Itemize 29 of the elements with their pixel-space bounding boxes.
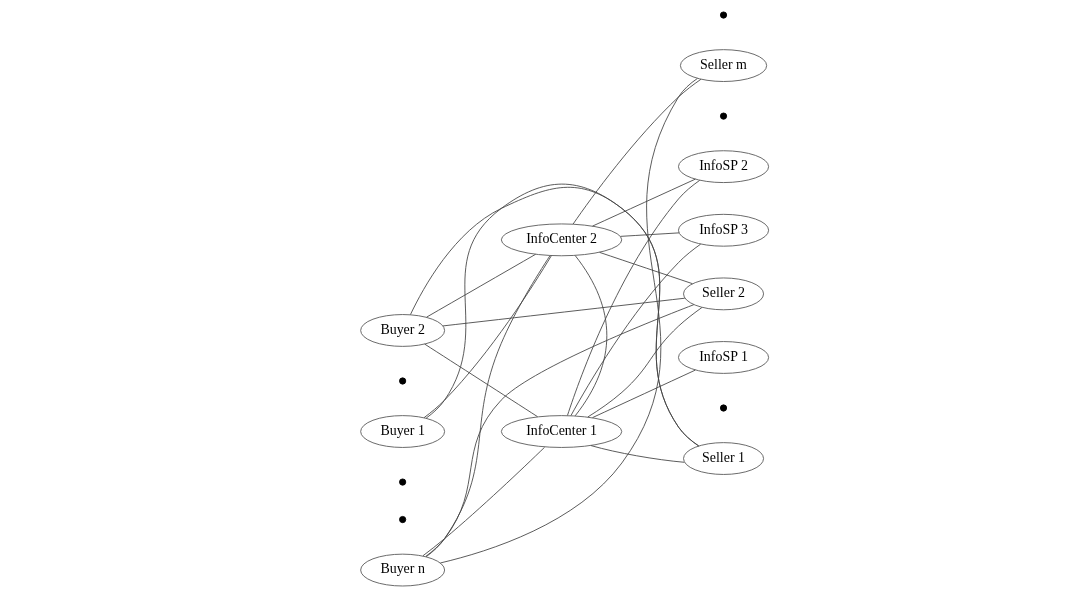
- connector: [423, 343, 538, 418]
- node-ellipse: Seller m: [679, 49, 767, 82]
- node-ellipse: Seller 2: [682, 277, 764, 311]
- node-ellipse: Buyer 2: [359, 314, 445, 347]
- connector: [574, 255, 607, 417]
- connector: [598, 251, 693, 285]
- connector: [591, 178, 696, 227]
- connector: [566, 179, 700, 416]
- node-ellipse: InfoCenter 2: [500, 223, 622, 257]
- node-ellipse: InfoCenter 1: [500, 415, 622, 448]
- connector: [439, 78, 698, 564]
- connector: [591, 369, 696, 419]
- connector: [619, 232, 680, 237]
- node-ellipse: Seller 1: [682, 442, 764, 475]
- connector: [570, 243, 701, 416]
- connector: [590, 445, 685, 463]
- node-ellipse: Buyer 1: [359, 415, 445, 448]
- connector: [442, 297, 685, 327]
- connector: [425, 255, 550, 558]
- node-ellipse: InfoSP 3: [677, 213, 769, 247]
- connector: [572, 78, 701, 225]
- node-ellipse: InfoSP 2: [677, 150, 769, 183]
- node-ellipse: Buyer n: [359, 553, 445, 587]
- connector: [424, 304, 694, 557]
- node-ellipse: InfoSP 1: [677, 341, 769, 374]
- connector: [422, 446, 545, 557]
- connector: [425, 253, 536, 318]
- connector: [586, 307, 702, 418]
- connector: [423, 255, 552, 419]
